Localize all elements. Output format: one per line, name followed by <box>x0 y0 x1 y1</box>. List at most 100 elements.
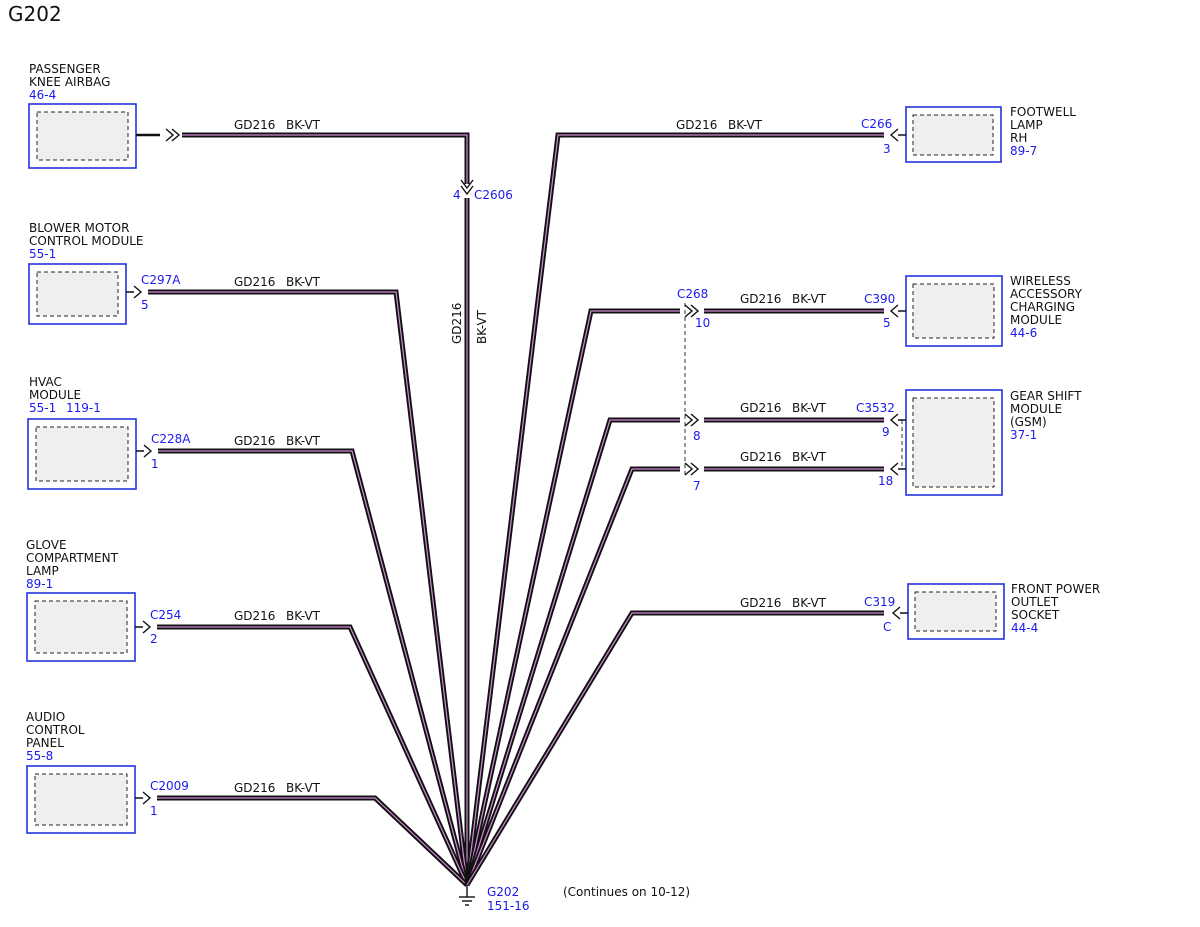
component-name: LAMP <box>26 564 59 578</box>
wire-hvac-module <box>158 448 470 886</box>
pin-number: 7 <box>693 479 701 493</box>
wire-color-label: BK-VT <box>728 118 763 132</box>
component-name: GLOVE <box>26 538 67 552</box>
pin-number: 10 <box>695 316 710 330</box>
wire-circuit-label: GD216 <box>740 292 781 306</box>
component-name: HVAC <box>29 375 62 389</box>
wire-color-label: BK-VT <box>286 275 321 289</box>
connector-name: C2009 <box>150 779 189 793</box>
component-name: ACCESSORY <box>1010 287 1083 301</box>
connector-name: C2606 <box>474 188 513 202</box>
component-name: RH <box>1010 131 1027 145</box>
component-gear-shift-module: C3532 9 18 GEAR SHIFT MODULE (GSM) 37-1 <box>856 389 1082 496</box>
component-page-ref: 46-4 <box>29 88 56 102</box>
page-title: G202 <box>8 2 62 26</box>
component-page-ref: 55-1 <box>29 247 56 261</box>
component-wireless-accessory-charging-module: C390 5 WIRELESS ACCESSORY CHARGING MODUL… <box>864 274 1083 347</box>
inline-connector-c2606: 4 C2606 <box>453 179 513 202</box>
wire-color-label: BK-VT <box>792 292 827 306</box>
wire-passenger-knee-airbag <box>182 132 470 885</box>
wire-color-label: BK-VT <box>286 781 321 795</box>
wire-audio-control-panel <box>157 795 469 887</box>
pin-number: 2 <box>150 632 158 646</box>
component-page-ref: 44-6 <box>1010 326 1037 340</box>
component-name: SOCKET <box>1011 608 1060 622</box>
connector-name: C268 <box>677 287 708 301</box>
wire-circuit-label: GD216 <box>450 303 464 344</box>
component-passenger-knee-airbag: PASSENGER KNEE AIRBAG 46-4 <box>28 62 181 169</box>
component-name: FRONT POWER <box>1011 582 1100 596</box>
pin-number: 1 <box>151 457 159 471</box>
ground-icon <box>459 885 475 906</box>
component-page-ref: 55-8 <box>26 749 53 763</box>
pin-number: 9 <box>882 425 890 439</box>
wire-footwell-lamp <box>464 132 884 886</box>
component-blower-motor-control-module: BLOWER MOTOR CONTROL MODULE 55-1 C297A 5 <box>28 221 181 325</box>
component-name: PANEL <box>26 736 64 750</box>
pin-number: 8 <box>693 429 701 443</box>
component-name: WIRELESS <box>1010 274 1071 288</box>
pin-number: 18 <box>878 474 893 488</box>
connector-name: C297A <box>141 273 181 287</box>
wire-bundle <box>148 132 884 887</box>
component-name: KNEE AIRBAG <box>29 75 110 89</box>
wire-circuit-label: GD216 <box>740 450 781 464</box>
connector-name: C3532 <box>856 401 895 415</box>
connector-name: C254 <box>150 608 181 622</box>
component-glove-compartment-lamp: GLOVE COMPARTMENT LAMP 89-1 C254 2 <box>26 538 181 662</box>
wire-color-label: BK-VT <box>286 434 321 448</box>
connector-name: C228A <box>151 432 191 446</box>
pin-number: 1 <box>150 804 158 818</box>
component-name: AUDIO <box>26 710 65 724</box>
wire-circuit-label: GD216 <box>234 609 275 623</box>
wire-color-label: BK-VT <box>286 118 321 132</box>
component-page-ref: 44-4 <box>1011 621 1038 635</box>
wire-circuit-label: GD216 <box>234 781 275 795</box>
pin-number: 5 <box>141 298 149 312</box>
ground-page-ref: 151-16 <box>487 899 530 913</box>
component-name: CONTROL <box>26 723 85 737</box>
component-page-ref: 89-1 <box>26 577 53 591</box>
component-name: MODULE <box>29 388 81 402</box>
component-name: OUTLET <box>1011 595 1059 609</box>
wire-color-label: BK-VT <box>792 401 827 415</box>
component-name: (GSM) <box>1010 415 1047 429</box>
continuation-note: (Continues on 10-12) <box>563 885 690 899</box>
component-footwell-lamp-rh: C266 3 FOOTWELL LAMP RH 89-7 <box>861 105 1076 163</box>
wire-blower-motor <box>148 289 470 886</box>
wire-color-label: BK-VT <box>792 450 827 464</box>
wire-front-power-outlet <box>464 610 884 887</box>
pin-number: C <box>883 620 891 634</box>
component-name: CHARGING <box>1010 300 1075 314</box>
pin-number: 4 <box>453 188 461 202</box>
wire-circuit-label: GD216 <box>676 118 717 132</box>
component-name: CONTROL MODULE <box>29 234 144 248</box>
connector-name: C266 <box>861 117 892 131</box>
connector-name: C390 <box>864 292 895 306</box>
ground-name: G202 <box>487 885 519 899</box>
wire-circuit-label: GD216 <box>740 596 781 610</box>
component-hvac-module: HVAC MODULE 55-1 119-1 C228A 1 <box>27 375 191 490</box>
wire-color-label: BK-VT <box>792 596 827 610</box>
component-page-ref: 37-1 <box>1010 428 1037 442</box>
component-page-ref: 119-1 <box>66 401 101 415</box>
component-name: MODULE <box>1010 402 1062 416</box>
component-name: LAMP <box>1010 118 1043 132</box>
wire-color-label: BK-VT <box>475 309 489 344</box>
wire-gsm-pin18 <box>464 466 884 886</box>
component-page-ref: 89-7 <box>1010 144 1037 158</box>
ground-g202: G202 151-16 (Continues on 10-12) <box>459 885 690 913</box>
wire-circuit-label: GD216 <box>234 275 275 289</box>
component-name: PASSENGER <box>29 62 101 76</box>
component-name: MODULE <box>1010 313 1062 327</box>
wire-circuit-label: GD216 <box>234 118 275 132</box>
component-name: FOOTWELL <box>1010 105 1076 119</box>
wire-wireless-charging <box>464 308 884 886</box>
wire-circuit-label: GD216 <box>234 434 275 448</box>
component-front-power-outlet-socket: C319 C FRONT POWER OUTLET SOCKET 44-4 <box>864 582 1100 640</box>
wire-labels: GD216 BK-VT GD216 BK-VT GD216 BK-VT GD21… <box>234 118 827 795</box>
pin-number: 5 <box>883 316 891 330</box>
component-name: GEAR SHIFT <box>1010 389 1082 403</box>
component-page-ref: 55-1 <box>29 401 56 415</box>
